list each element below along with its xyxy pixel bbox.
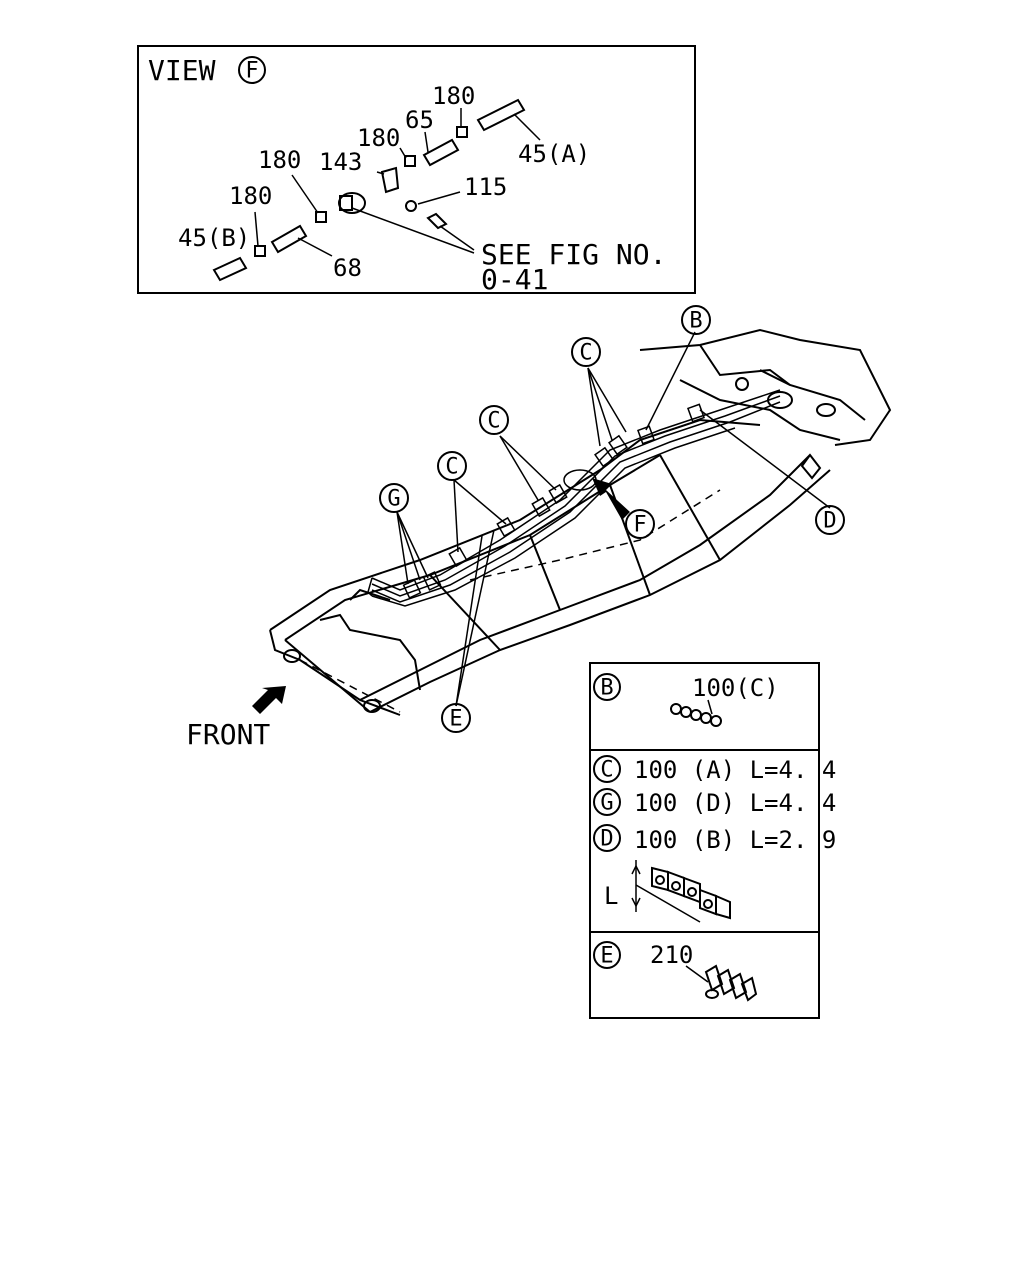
callout-180-lower: 180 (229, 182, 272, 210)
view-f-leaders (254, 108, 541, 257)
view-f-arrow (592, 478, 630, 520)
marker-b: B (689, 309, 702, 334)
marker-g: G (387, 487, 400, 512)
marker-c-2: C (487, 409, 500, 434)
callout-45b: 45(B) (178, 224, 250, 252)
see-fig-line1: SEE FIG NO. (481, 238, 666, 271)
legend-marker-c: C (600, 758, 613, 783)
clip-100-icon (631, 860, 731, 923)
callout-68: 68 (333, 254, 362, 282)
front-label: FRONT (186, 718, 270, 751)
legend-box: B 100(C) C 100 (A) L=4. 4 G 100 (D) L=4.… (589, 662, 836, 1019)
marker-e: E (449, 707, 462, 732)
callout-143: 143 (319, 148, 362, 176)
legend-row-c: 100 (A) L=4. 4 (634, 756, 836, 784)
callout-180-mid: 180 (357, 124, 400, 152)
view-title: VIEW (148, 54, 216, 87)
legend-marker-e: E (600, 944, 613, 969)
view-marker-f: F (245, 59, 258, 84)
view-f-inset: VIEW F (137, 45, 696, 296)
marker-c-1: C (579, 341, 592, 366)
legend-row-g: 100 (D) L=4. 4 (634, 789, 836, 817)
marker-d: D (823, 509, 836, 534)
legend-row-d: 100 (B) L=2. 9 (634, 826, 836, 854)
main-markers (379, 305, 845, 733)
chassis-frame (269, 328, 892, 716)
see-fig-line2: 0-41 (481, 263, 548, 296)
callout-180-top: 180 (432, 82, 475, 110)
legend-b-part: 100(C) (692, 674, 779, 702)
clip-100c-icon (670, 699, 722, 727)
callout-115: 115 (464, 173, 507, 201)
fuel-line-bundle (367, 389, 781, 607)
marker-f: F (633, 513, 646, 538)
marker-c-3: C (445, 455, 458, 480)
front-arrow-icon (252, 686, 286, 714)
legend-e-part: 210 (650, 941, 693, 969)
clip-210-icon (685, 964, 758, 1002)
callout-180-left: 180 (258, 146, 301, 174)
callout-45a: 45(A) (518, 140, 590, 168)
legend-marker-b: B (600, 676, 613, 701)
legend-l-label: L (604, 882, 618, 910)
legend-marker-d: D (600, 827, 613, 852)
callout-65: 65 (405, 106, 434, 134)
view-f-parts (212, 98, 526, 282)
legend-marker-g: G (600, 791, 613, 816)
main-leaders (396, 331, 831, 707)
